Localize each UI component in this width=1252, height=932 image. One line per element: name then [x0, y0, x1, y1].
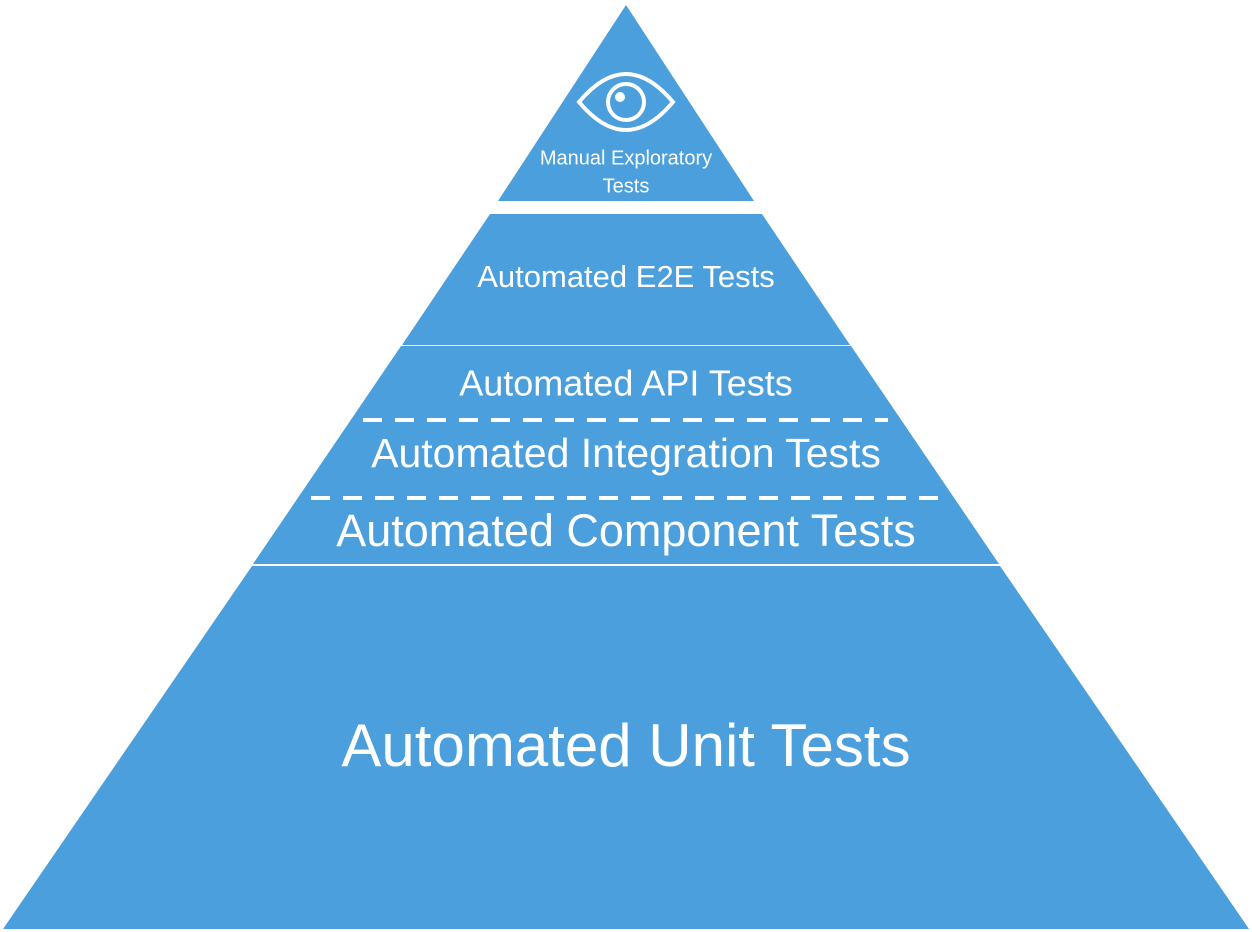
tier-service-shape	[253, 346, 999, 564]
tier-service: Automated API Tests Automated Integratio…	[253, 346, 999, 564]
tier-unit-label: Automated Unit Tests	[341, 712, 910, 779]
tier-e2e: Automated E2E Tests	[402, 214, 850, 345]
tier-unit-shape	[3, 566, 1249, 929]
tier-integration-label: Automated Integration Tests	[371, 430, 881, 476]
eye-icon	[576, 72, 676, 132]
tier-manual-label-line-1: Manual Exploratory	[540, 147, 712, 169]
tier-component-label: Automated Component Tests	[336, 505, 916, 556]
tier-manual-shape	[498, 5, 754, 201]
tier-api-label: Automated API Tests	[459, 363, 793, 404]
tier-e2e-label: Automated E2E Tests	[477, 259, 775, 294]
tier-manual-exploratory: Manual Exploratory Tests	[498, 5, 754, 201]
tier-manual-label-line-2: Tests	[603, 175, 650, 197]
tier-e2e-shape	[402, 214, 850, 345]
tier-unit: Automated Unit Tests	[3, 566, 1249, 929]
